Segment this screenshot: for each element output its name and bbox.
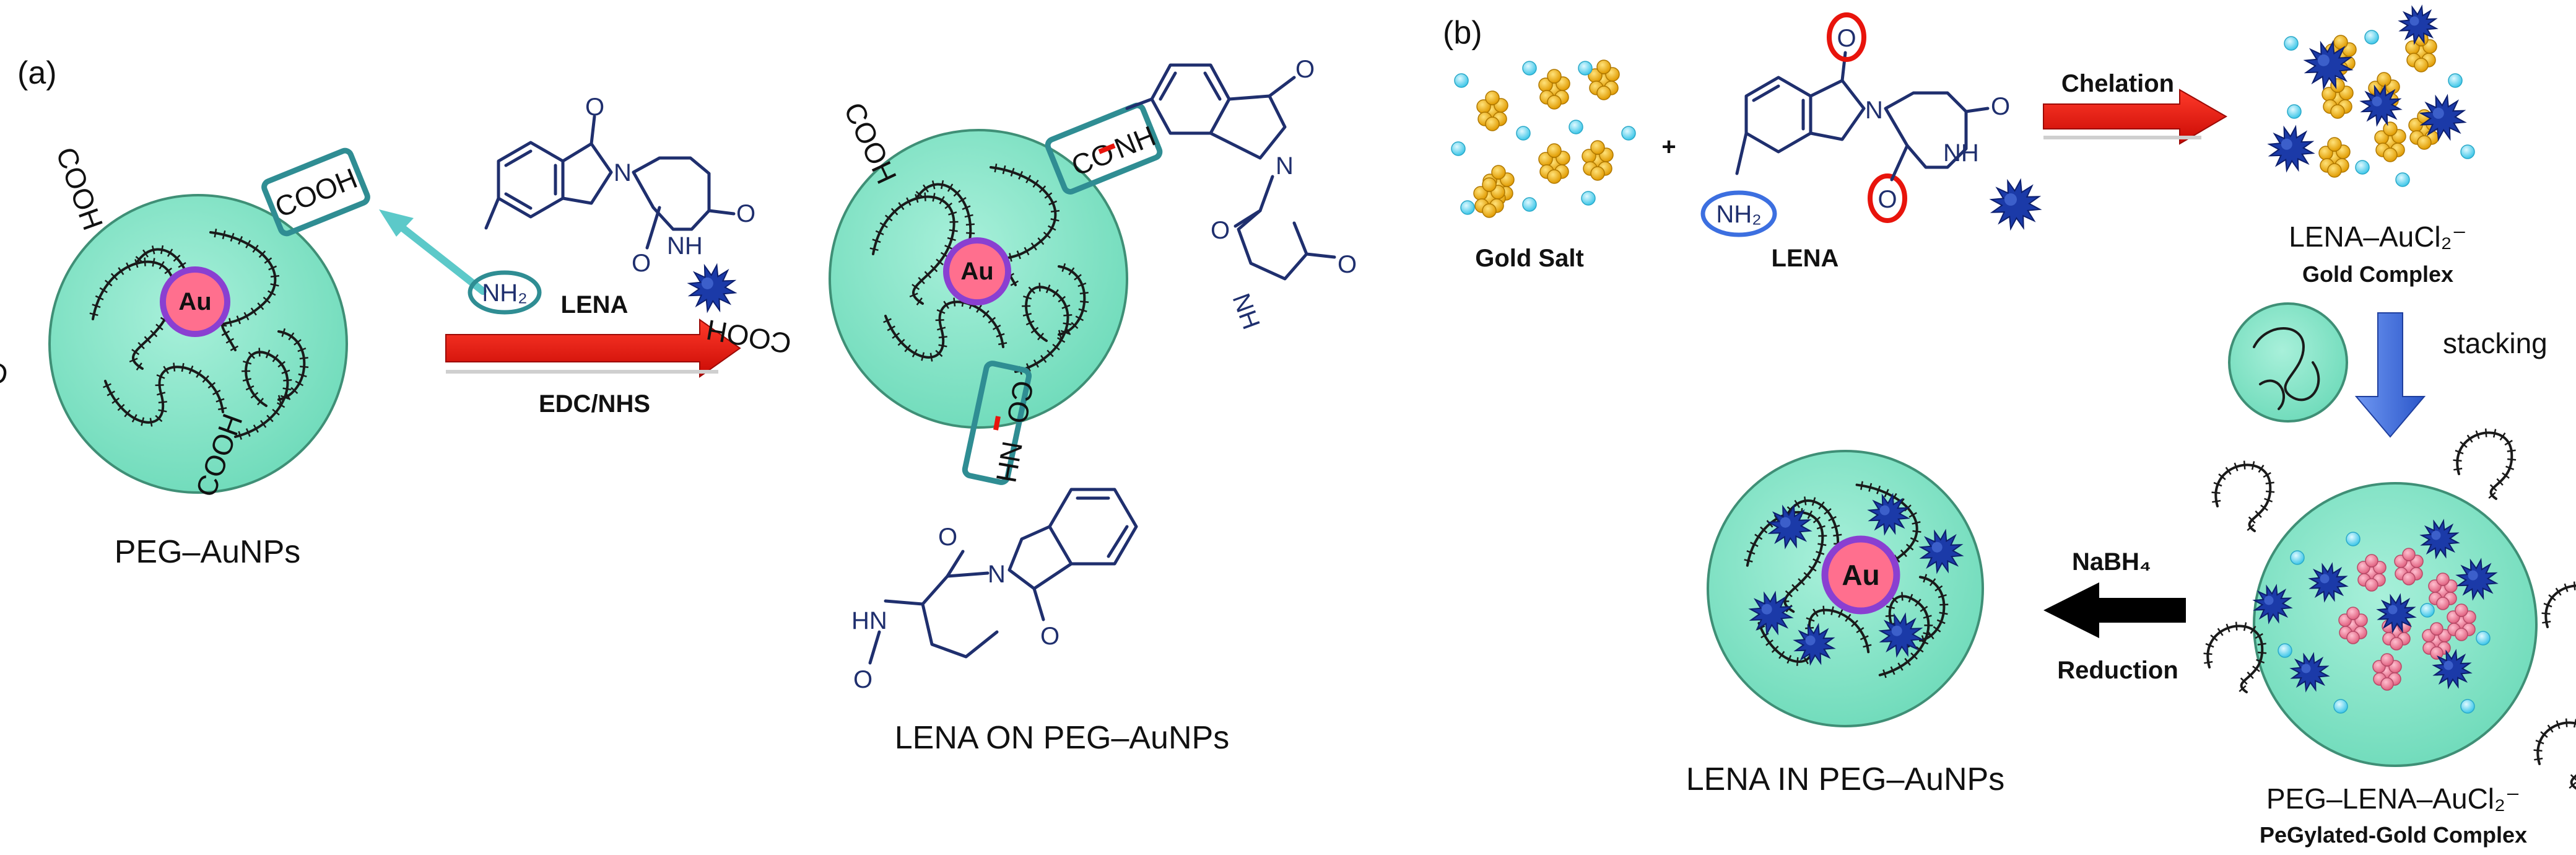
pointing-arrow-icon	[379, 209, 487, 295]
panel-a-label: (a)	[17, 55, 57, 91]
svg-text:O: O	[585, 94, 604, 121]
complex-title: LENA–AuCl₂⁻	[2289, 221, 2467, 253]
amide-box-bottom: CO NH	[962, 361, 1040, 485]
reduction-arrow	[2043, 582, 2186, 638]
ion-dot-icon	[1454, 73, 1469, 88]
svg-text:O: O	[1295, 56, 1315, 83]
lena-molecule-b: N O NH	[1735, 51, 2010, 175]
panel-b-label: (b)	[1443, 15, 1482, 51]
nh2-highlight-a: NH₂	[468, 270, 542, 315]
pegylated-gold-complex-sphere	[2252, 482, 2538, 767]
svg-text:N: N	[1865, 97, 1883, 124]
svg-text:O: O	[853, 666, 872, 693]
reduction-label: Reduction	[2057, 657, 2178, 684]
svg-text:O: O	[1211, 217, 1230, 244]
gold-salt-field	[1451, 59, 1636, 218]
au-core-label: Au	[178, 288, 211, 315]
lena-molecule-conjugated-top: O N O NH O	[1125, 56, 1357, 333]
molecule-star-icon	[687, 263, 738, 314]
svg-text:O: O	[1991, 93, 2010, 120]
peg-complex-subtitle: PeGylated-Gold Complex	[2260, 822, 2527, 848]
cooh-label-4: COOH	[838, 97, 903, 188]
chelation-label: Chelation	[2061, 70, 2174, 97]
lena-on-label: LENA ON PEG–AuNPs	[895, 720, 1229, 756]
svg-text:O: O	[1837, 25, 1856, 52]
svg-text:O: O	[1040, 623, 1060, 650]
cooh-label-1: COOH	[50, 143, 110, 234]
reaction-arrow-a	[445, 318, 741, 378]
svg-text:COOH: COOH	[271, 162, 362, 224]
peg-complex-title: PEG–LENA–AuCl₂⁻	[2266, 783, 2520, 815]
molecule-star-icon-b	[1989, 178, 2042, 231]
lena-in-label: LENA IN PEG–AuNPs	[1686, 761, 2004, 797]
lena-molecule-a: O N O NH O	[484, 94, 755, 277]
lena-label-b: LENA	[1772, 245, 1839, 272]
au-core-label-3: Au	[1842, 559, 1879, 591]
cooh-boxed: COOH	[261, 147, 370, 237]
nh2-highlight-b: NH₂	[1700, 190, 1777, 237]
cooh-label-2: COOH	[0, 344, 11, 391]
svg-text:O: O	[1878, 186, 1897, 213]
small-peg-sphere	[2228, 302, 2348, 423]
peg-aunp-sphere-conjugated: Au	[829, 129, 1128, 429]
svg-text:NH: NH	[667, 232, 703, 260]
svg-text:NH₂: NH₂	[1716, 201, 1761, 228]
plus-sign: +	[1661, 133, 1676, 160]
lena-label-a: LENA	[561, 291, 629, 318]
carbonyl-highlight-bottom: O	[1868, 144, 1909, 223]
svg-text:O: O	[736, 200, 755, 227]
svg-text:O: O	[1338, 251, 1357, 278]
gold-complex-cluster	[2267, 4, 2475, 187]
nabh4-label: NaBH₄	[2072, 548, 2151, 576]
svg-text:CO: CO	[1001, 378, 1040, 426]
gold-cluster-icon	[1476, 90, 1508, 131]
svg-text:O: O	[632, 250, 651, 277]
au-core	[160, 266, 230, 337]
svg-text:O: O	[938, 524, 957, 551]
svg-text:NH: NH	[990, 439, 1029, 484]
carbonyl-highlight-top: O	[1827, 12, 1866, 62]
gold-salt-label: Gold Salt	[1475, 245, 1584, 272]
peg-aunps-label: PEG–AuNPs	[115, 534, 301, 570]
svg-text:NH₂: NH₂	[482, 279, 527, 307]
svg-text:NH: NH	[1227, 290, 1265, 333]
peg-aunp-sphere-left: Au	[48, 194, 348, 494]
chelation-arrow	[2043, 89, 2227, 145]
stacking-arrow	[2354, 312, 2426, 438]
svg-text:HN: HN	[851, 607, 887, 634]
reagent-label: EDC/NHS	[539, 390, 650, 418]
lena-in-peg-aunp-sphere: Au	[1707, 450, 1984, 727]
complex-subtitle: Gold Complex	[2302, 261, 2453, 287]
lena-molecule-conjugated-bottom: O N HN O O	[851, 488, 1138, 693]
au-core-label-2: Au	[960, 258, 993, 285]
svg-text:N: N	[614, 159, 632, 186]
svg-text:N: N	[988, 561, 1006, 588]
svg-text:NH: NH	[1943, 139, 1979, 167]
svg-text:N: N	[1276, 152, 1294, 180]
amide-box-top: CO NH	[1045, 102, 1163, 195]
peg-strands-outside	[2203, 428, 2576, 790]
stacking-label: stacking	[2443, 327, 2548, 359]
